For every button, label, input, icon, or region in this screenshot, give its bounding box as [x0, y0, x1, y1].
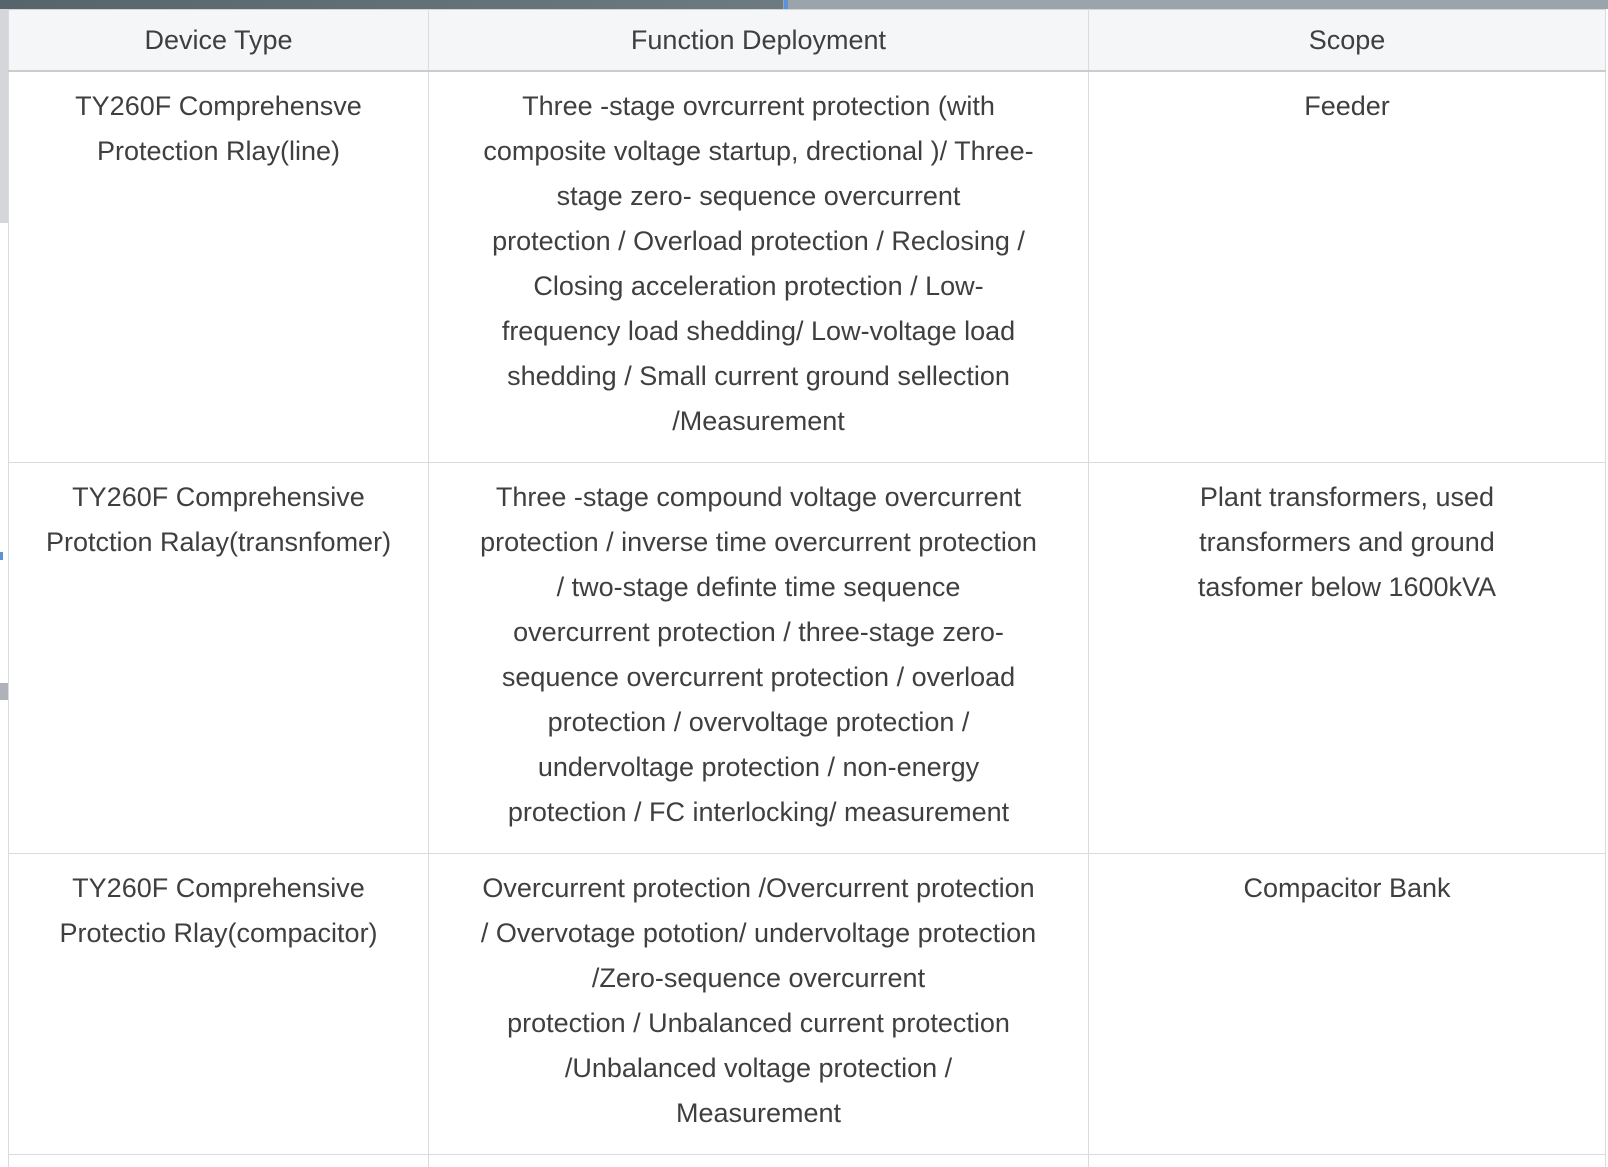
horizontal-scrollbar[interactable] — [0, 0, 1608, 9]
left-edge-fragment-block — [0, 683, 8, 700]
protection-relay-table: Device Type Function Deployment Scope TY… — [8, 9, 1606, 1167]
column-header-device-type: Device Type — [8, 9, 429, 72]
cell-device-type: TY260F Comprehensive Protction Ralay(tra… — [8, 462, 429, 854]
left-edge-marker — [0, 552, 3, 560]
cell-function-deployment: Overcurrent protection /Overcurrent prot… — [428, 853, 1089, 1155]
table-row: TY260F Comprehensive Protectio Rlay(comp… — [8, 853, 1606, 1155]
cell-device-type: TY260F Comprehensve Protection Rlay(line… — [8, 70, 429, 463]
cell-empty — [428, 1154, 1089, 1167]
scrollbar-marker — [784, 0, 788, 9]
cell-empty — [8, 1154, 429, 1167]
header-row: Device Type Function Deployment Scope — [8, 9, 1606, 72]
cell-function-deployment: Three -stage ovrcurrent protection (with… — [428, 70, 1089, 463]
partial-next-row — [8, 1154, 1606, 1167]
table-row: TY260F Comprehensve Protection Rlay(line… — [8, 70, 1606, 463]
column-header-scope: Scope — [1088, 9, 1606, 72]
table-header: Device Type Function Deployment Scope — [8, 9, 1606, 72]
left-edge-fragment — [0, 9, 9, 223]
cell-device-type: TY260F Comprehensive Protectio Rlay(comp… — [8, 853, 429, 1155]
protection-relay-table-container: Device Type Function Deployment Scope TY… — [8, 9, 1606, 1167]
column-header-function-deployment: Function Deployment — [428, 9, 1089, 72]
table-row: TY260F Comprehensive Protction Ralay(tra… — [8, 462, 1606, 854]
scrollbar-thumb[interactable] — [0, 0, 783, 9]
cell-scope: Plant transformers, used transformers an… — [1088, 462, 1606, 854]
cell-scope: Feeder — [1088, 70, 1606, 463]
cell-scope: Compacitor Bank — [1088, 853, 1606, 1155]
table-body: TY260F Comprehensve Protection Rlay(line… — [8, 70, 1606, 1167]
cell-empty — [1088, 1154, 1606, 1167]
cell-function-deployment: Three -stage compound voltage overcurren… — [428, 462, 1089, 854]
